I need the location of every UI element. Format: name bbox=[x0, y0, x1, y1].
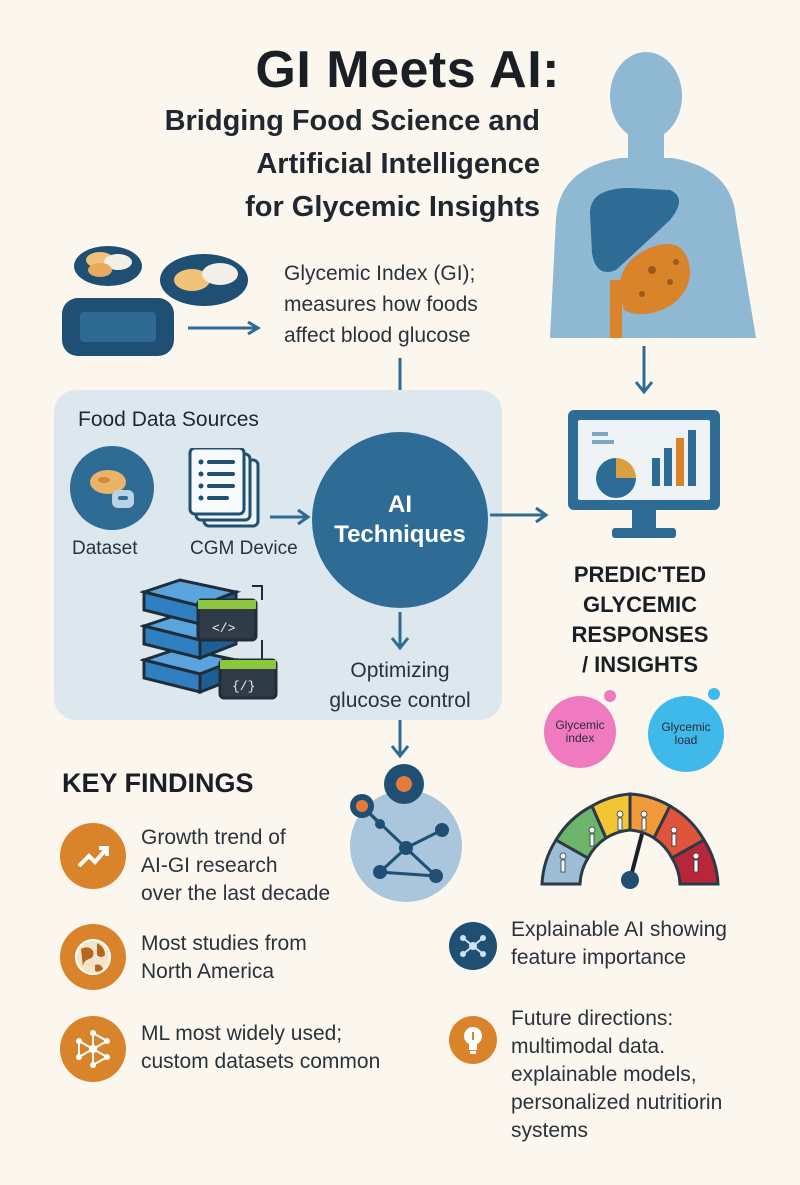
finding-line: explainable models, bbox=[511, 1063, 697, 1086]
dataset-label: Dataset bbox=[72, 538, 138, 559]
code-glyph-1: </> bbox=[212, 621, 236, 636]
finding-line: AI-GI research bbox=[141, 854, 278, 877]
gi-description: Glycemic Index (GI); measures how foods … bbox=[284, 258, 524, 351]
optim-line-1: Optimizing bbox=[350, 659, 450, 682]
gi-bubble-line-2: index bbox=[565, 731, 595, 745]
finding-north-america: Most studies from North America bbox=[141, 930, 307, 986]
subtitle-line-1: Bridging Food Science and bbox=[164, 105, 540, 137]
arrow-down-icon bbox=[390, 720, 410, 759]
key-findings-heading: KEY FINDINGS bbox=[62, 768, 254, 798]
stomach-icon bbox=[619, 244, 690, 315]
finding-line: ML most widely used; bbox=[141, 1022, 343, 1045]
dataset-icon bbox=[70, 446, 154, 530]
finding-line: Most studies from bbox=[141, 932, 307, 955]
globe-icon bbox=[60, 924, 126, 990]
gl-bubble-line-2: load bbox=[674, 733, 698, 747]
pred-line-4: / INSIGHTS bbox=[581, 652, 699, 677]
cgm-device-icon bbox=[188, 448, 260, 528]
finding-line: custom datasets common bbox=[141, 1050, 381, 1073]
finding-line: feature importance bbox=[511, 946, 687, 969]
ai-line-1: AI bbox=[388, 491, 412, 518]
optimizing-glucose-text: Optimizing glucose control bbox=[300, 656, 500, 716]
server-stack-icon: </> {/} bbox=[140, 578, 278, 700]
pred-line-2: GLYCEMIC bbox=[582, 592, 698, 617]
gi-desc-line-1: Glycemic Index (GI); bbox=[284, 262, 476, 285]
human-body-illustration bbox=[550, 52, 756, 338]
finding-line: systems bbox=[511, 1119, 589, 1142]
predicted-responses-text: PREDIC'TED GLYCEMIC RESPONSES / INSIGHTS bbox=[550, 560, 730, 680]
food-plates-illustration bbox=[62, 246, 261, 356]
gl-bubble-line-1: Glycemic bbox=[661, 720, 711, 734]
network-icon bbox=[60, 1016, 126, 1082]
arrow-right-icon bbox=[270, 508, 311, 526]
glycemic-index-bubble: Glycemic index bbox=[544, 696, 616, 768]
liver-icon bbox=[590, 188, 679, 272]
finding-ml-widely-used: ML most widely used; custom datasets com… bbox=[141, 1020, 380, 1076]
neural-network-illustration bbox=[350, 764, 462, 902]
ai-line-2: Techniques bbox=[334, 521, 466, 548]
page-subtitle: Bridging Food Science and Artificial Int… bbox=[40, 100, 540, 229]
finding-future-directions: Future directions: multimodal data. expl… bbox=[511, 1005, 722, 1145]
lightbulb-icon bbox=[449, 1016, 497, 1064]
arrow-down-icon bbox=[390, 612, 410, 651]
glycemic-load-bubble: Glycemic load bbox=[648, 696, 724, 772]
panel-title: Food Data Sources bbox=[78, 408, 259, 431]
finding-line: Explainable AI showing bbox=[511, 918, 727, 941]
cgm-device-label: CGM Device bbox=[190, 538, 298, 559]
finding-explainable-ai: Explainable AI showing feature importanc… bbox=[511, 916, 727, 972]
page-title: GI Meets AI: bbox=[255, 41, 560, 99]
trend-up-icon bbox=[60, 823, 126, 889]
finding-line: over the last decade bbox=[141, 882, 331, 905]
arrow-right-icon bbox=[490, 506, 549, 524]
finding-line: North America bbox=[141, 960, 275, 983]
finding-line: multimodal data. bbox=[511, 1035, 666, 1058]
gi-desc-line-3: affect blood glucose bbox=[284, 324, 471, 347]
finding-line: Growth trend of bbox=[141, 826, 286, 849]
subtitle-line-3: for Glycemic Insights bbox=[245, 191, 540, 223]
monitor-chart-icon bbox=[568, 410, 720, 538]
optim-line-2: glucose control bbox=[329, 689, 471, 712]
finding-growth-trend: Growth trend of AI-GI research over the … bbox=[141, 824, 330, 908]
ai-techniques-node: AI Techniques bbox=[312, 432, 488, 608]
gi-bubble-line-1: Glycemic bbox=[555, 718, 605, 732]
finding-line: Future directions: bbox=[511, 1007, 674, 1030]
pred-line-3: RESPONSES bbox=[571, 622, 709, 647]
glycemic-gauge-icon bbox=[540, 792, 720, 889]
pred-line-1: PREDIC'TED bbox=[573, 562, 707, 587]
arrow-down-icon bbox=[634, 346, 654, 395]
body-head bbox=[610, 52, 682, 140]
code-glyph-2: {/} bbox=[232, 679, 255, 694]
gi-desc-line-2: measures how foods bbox=[284, 293, 478, 316]
explainable-network-icon bbox=[449, 922, 497, 970]
body-neck bbox=[628, 132, 664, 162]
finding-line: personalized nutritiorin bbox=[511, 1091, 723, 1114]
subtitle-line-2: Artificial Intelligence bbox=[256, 148, 540, 180]
